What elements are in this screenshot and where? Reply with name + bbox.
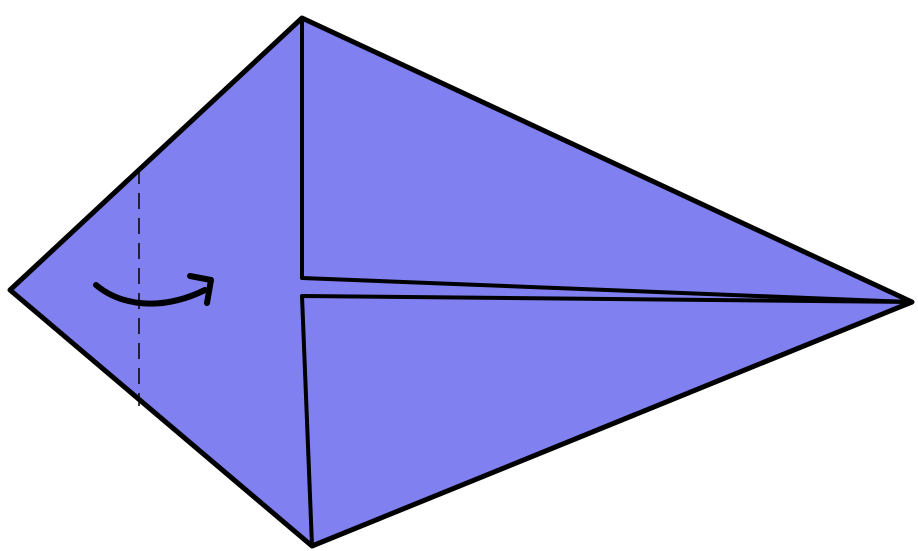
kite-paper-shape (10, 18, 912, 546)
